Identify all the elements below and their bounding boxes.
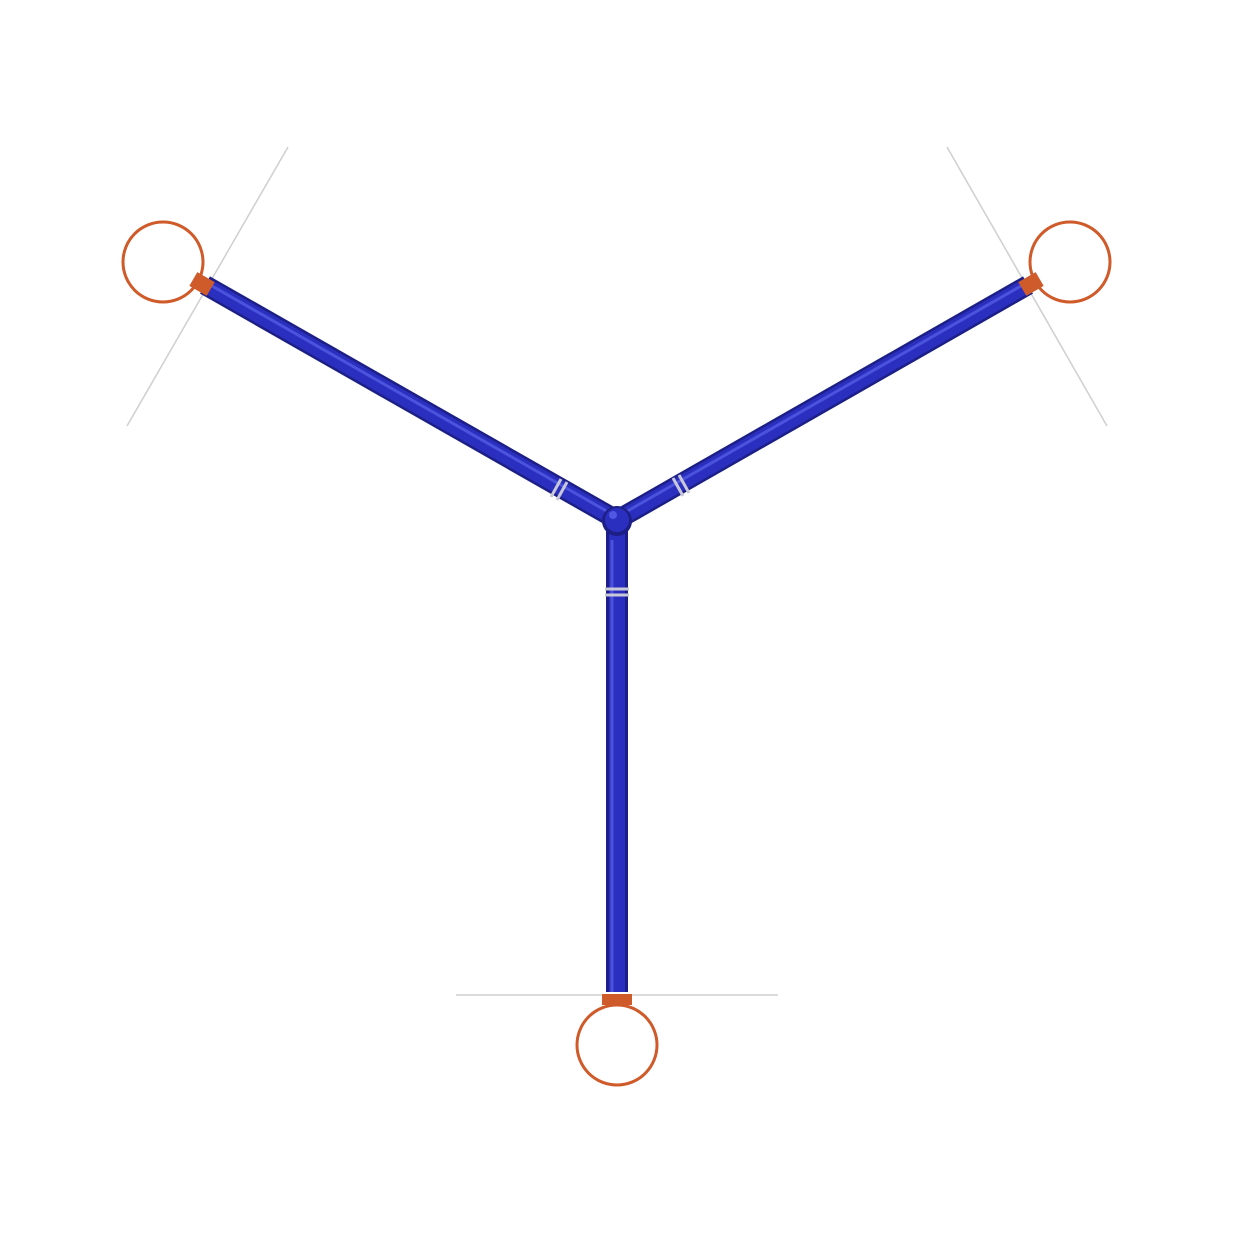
hoop-mount-bracket [189, 272, 215, 296]
hoop-mount-bracket [602, 994, 632, 1005]
basketball-hoop-icon [575, 1003, 659, 1087]
basketball-hoop-icon [1028, 220, 1112, 304]
arm-bottom-clamp [605, 587, 629, 597]
hoop-bottom [575, 994, 659, 1087]
hoop-right [1018, 220, 1112, 304]
frame-arms [200, 276, 1033, 992]
arm-bottom [605, 520, 629, 992]
center-joint [602, 506, 632, 536]
arm-left [200, 276, 622, 529]
basketball-hoop-icon [121, 220, 205, 304]
hoops [121, 220, 1112, 1087]
hoop-mount-bracket [1018, 272, 1044, 296]
arm-right-clamp [671, 474, 691, 497]
arm-left-clamp [549, 478, 569, 501]
arm-right [612, 276, 1033, 529]
hoop-left [121, 220, 215, 304]
